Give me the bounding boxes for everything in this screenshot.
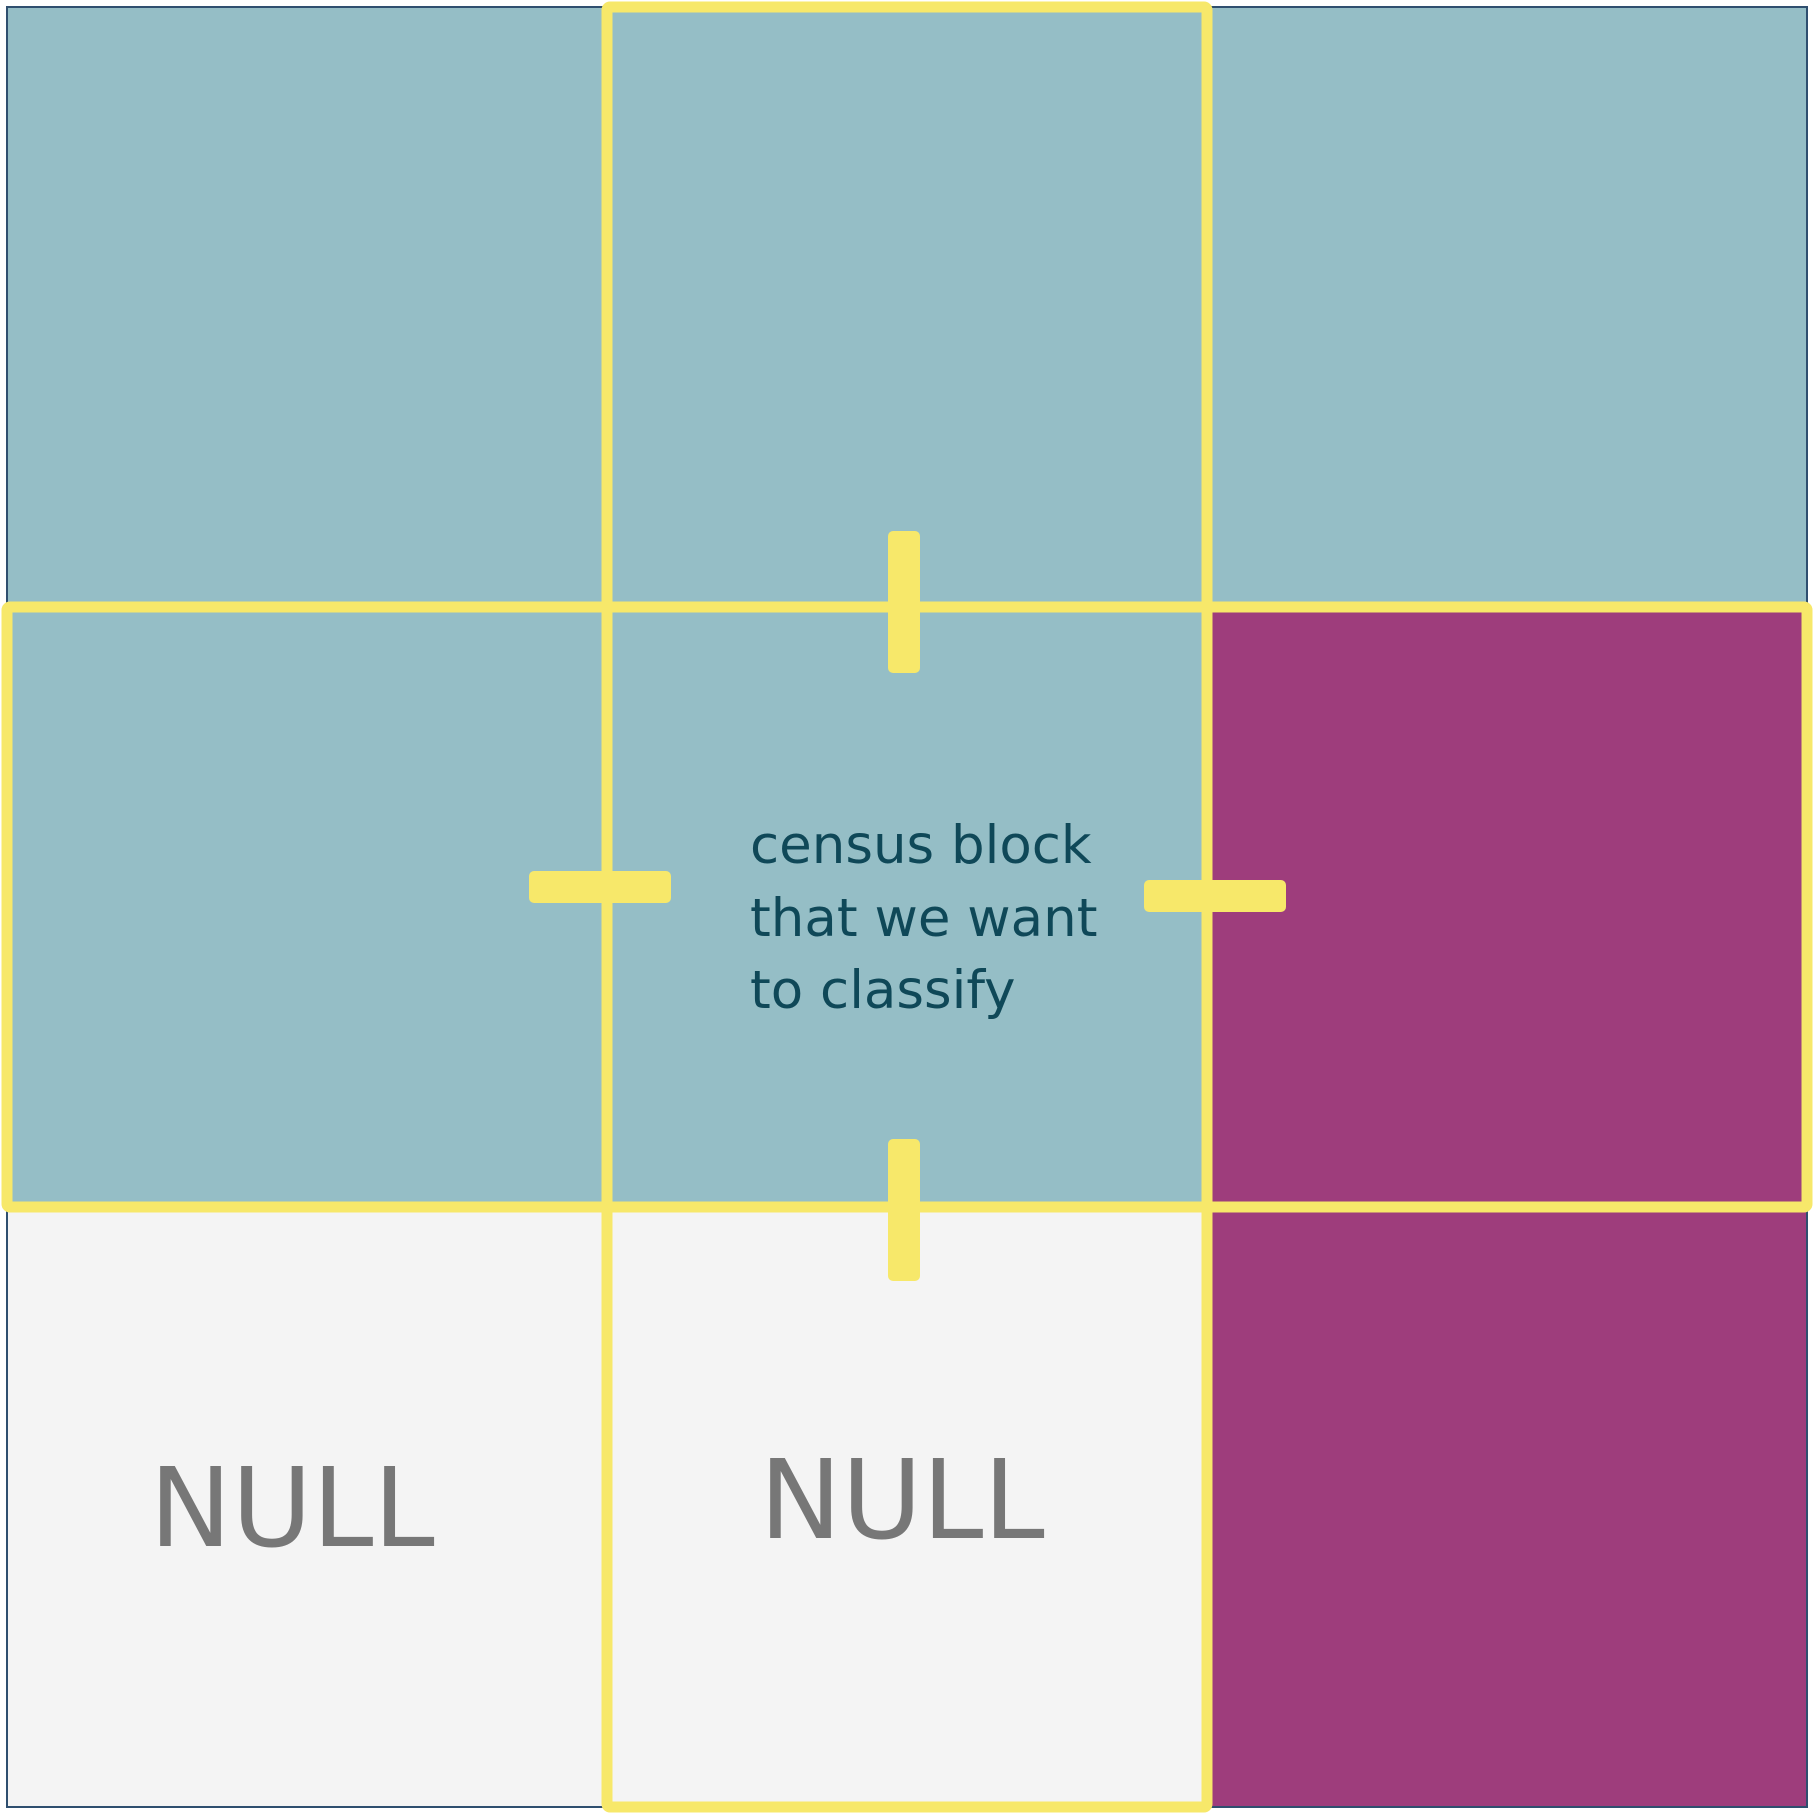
tick-top	[888, 531, 920, 673]
tick-right	[1144, 880, 1286, 912]
target-label-line-2: that we want	[750, 888, 1097, 949]
cell-top-right	[1207, 7, 1807, 607]
cell-middle-center-target	[607, 607, 1207, 1207]
cell-top-left	[7, 7, 607, 607]
cell-bottom-left-null	[7, 1207, 607, 1807]
target-label-line-3: to classify	[750, 960, 1015, 1021]
tick-bottom	[888, 1139, 920, 1281]
tick-left	[529, 871, 671, 903]
cell-bottom-right	[1207, 1207, 1807, 1807]
cell-middle-left	[7, 607, 607, 1207]
cell-middle-right	[1207, 607, 1807, 1207]
null-label-bottom-center: NULL	[759, 1436, 1044, 1564]
adjacency-ticks	[529, 531, 1286, 1281]
cell-bottom-center-null	[607, 1207, 1207, 1807]
cell-top-center	[607, 7, 1207, 607]
target-label: census block that we want to classify	[750, 815, 1114, 1021]
null-label-bottom-left: NULL	[149, 1444, 434, 1572]
target-label-line-1: census block	[750, 815, 1092, 876]
